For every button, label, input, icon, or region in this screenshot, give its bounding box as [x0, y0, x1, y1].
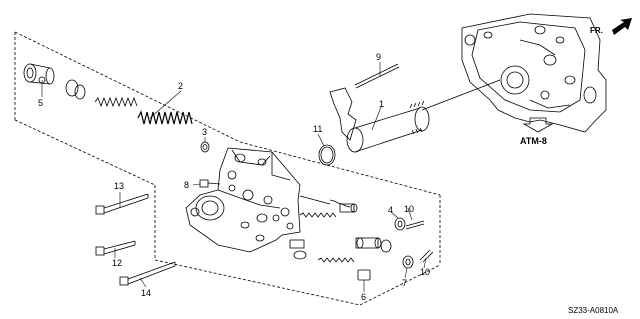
- part-10-pin-lower: [419, 249, 434, 263]
- reference-arrow-icon: [522, 117, 554, 133]
- front-direction-arrow: [612, 18, 632, 35]
- spring-small: [94, 96, 138, 108]
- part-1-shaft: [329, 87, 430, 153]
- leader-lines: [41, 62, 427, 292]
- callout-10-upper: 10: [404, 204, 415, 214]
- callout-2: 2: [178, 81, 184, 91]
- spring-right-2: [317, 257, 355, 263]
- callout-13: 13: [114, 181, 125, 191]
- valve-spool-middle: [355, 237, 392, 253]
- spring-right-1: [299, 212, 337, 218]
- valve-body: [185, 147, 301, 253]
- part-12-bolt: [95, 240, 136, 256]
- part-13-bolt: [95, 193, 149, 215]
- transmission-housing: [421, 13, 607, 133]
- part-10-pin-upper: [405, 220, 425, 230]
- part-4-sleeve: [394, 217, 406, 231]
- part-3-cap: [200, 141, 210, 153]
- part-7-sleeve: [402, 255, 414, 269]
- callout-5: 5: [38, 98, 44, 108]
- valve-spool-upper: [299, 195, 358, 213]
- reference-label: ATM-8: [520, 136, 547, 146]
- part-11-o-ring: [318, 144, 336, 166]
- callout-6: 6: [361, 292, 367, 302]
- valve-spool-lower: [289, 239, 307, 260]
- part-5-end-plug: [23, 63, 55, 85]
- callout-7: 7: [402, 278, 408, 288]
- callout-3: 3: [202, 127, 208, 137]
- callout-14: 14: [141, 288, 152, 298]
- part-6-plug: [357, 269, 371, 281]
- part-8-bolt: [199, 179, 221, 188]
- callout-8: 8: [184, 180, 190, 190]
- drawing-code: SZ33-A0810A: [568, 306, 619, 315]
- spring-large: [137, 110, 193, 125]
- callout-9: 9: [376, 52, 382, 62]
- callout-4: 4: [388, 205, 394, 215]
- assembly-outline: [14, 31, 441, 306]
- part-14-bolt: [119, 261, 176, 286]
- part-9-pin: [354, 63, 400, 89]
- callout-12: 12: [112, 258, 123, 268]
- callout-11: 11: [313, 124, 323, 134]
- callout-10-lower: 10: [420, 267, 431, 277]
- callout-1: 1: [379, 99, 385, 109]
- retaining-ring: [65, 79, 86, 100]
- front-direction-label: FR.: [590, 26, 603, 35]
